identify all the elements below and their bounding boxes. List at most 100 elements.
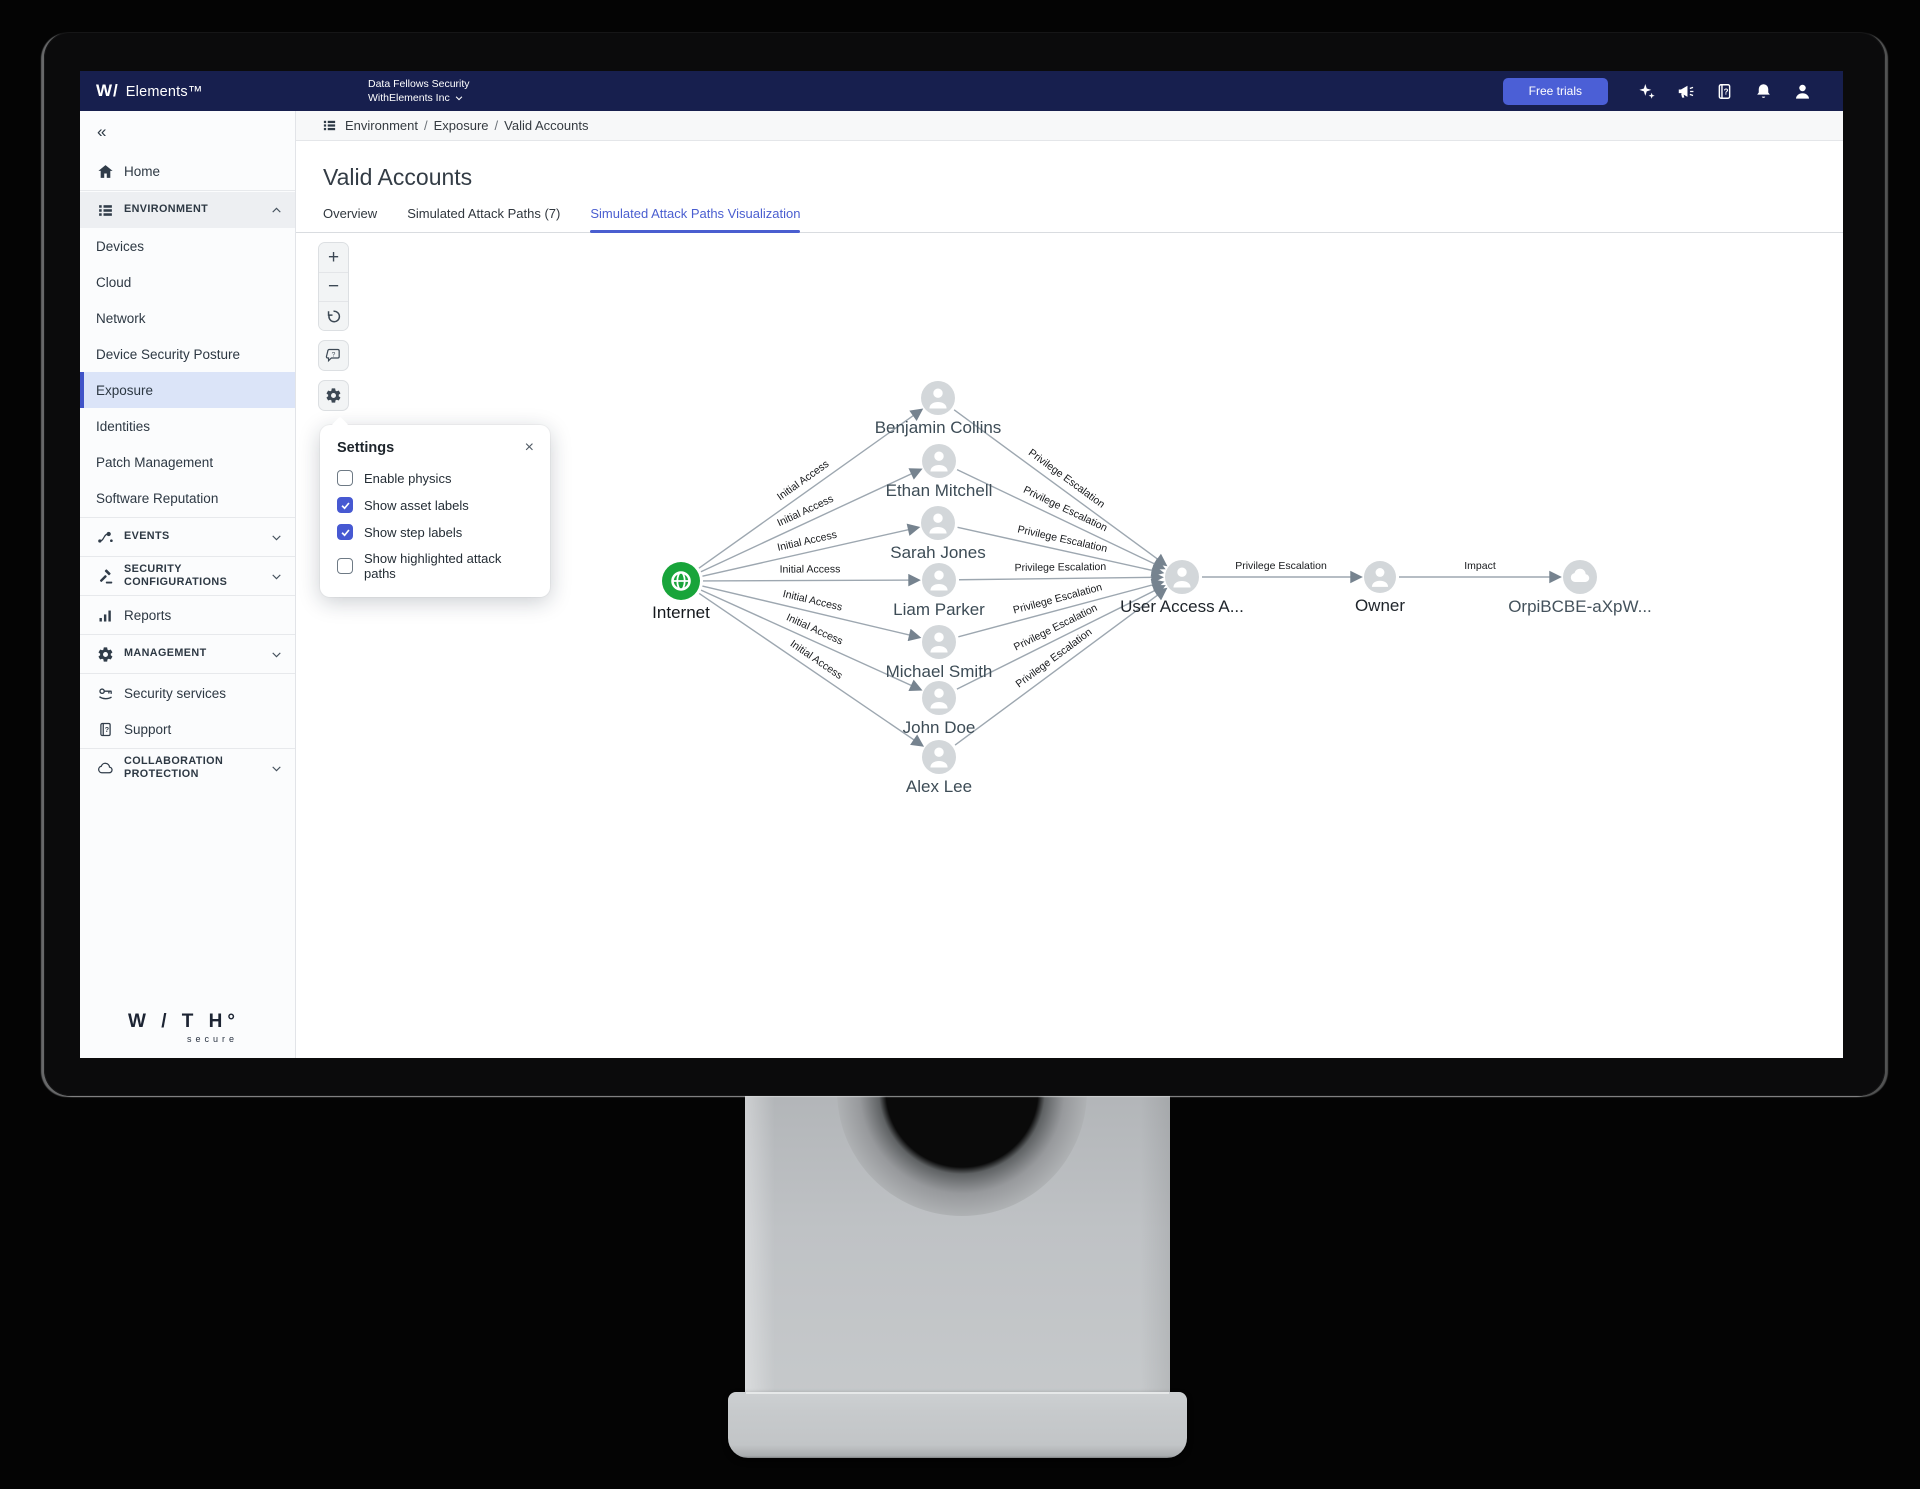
svg-text:?: ?	[1723, 87, 1728, 96]
sparkles-icon[interactable]	[1631, 76, 1661, 106]
sidebar-item-exposure[interactable]: Exposure	[80, 372, 295, 408]
grid-icon	[96, 201, 115, 220]
breadcrumb: Environment/Exposure/Valid Accounts	[345, 118, 588, 133]
node-label: Ethan Mitchell	[886, 481, 993, 500]
sidebar-item-reports[interactable]: Reports	[80, 597, 295, 633]
graph-node-orpibcbe[interactable]: OrpiBCBE-aXpW...	[1508, 560, 1652, 616]
brand-mark: W/	[96, 81, 119, 100]
sidebar-item-collaboration-protection[interactable]: COLLABORATION PROTECTION	[80, 750, 295, 786]
sidebar-item-device-security-posture[interactable]: Device Security Posture	[80, 336, 295, 372]
megaphone-icon[interactable]	[1670, 76, 1700, 106]
settings-option-show-highlighted-attack-paths[interactable]: Show highlighted attack paths	[337, 551, 534, 581]
sidebar-item-label: Patch Management	[96, 454, 214, 470]
node-label: OrpiBCBE-aXpW...	[1508, 597, 1652, 616]
svg-text:?: ?	[332, 351, 336, 358]
settings-option-enable-physics[interactable]: Enable physics	[337, 470, 534, 486]
sidebar-collapse-button[interactable]: «	[80, 111, 295, 153]
graph-node-sarah-jones[interactable]: Sarah Jones	[890, 506, 986, 562]
sidebar-item-environment[interactable]: ENVIRONMENT	[80, 192, 295, 228]
node-label: Owner	[1355, 596, 1405, 615]
monitor-stand-cable-notch	[837, 1096, 1087, 1216]
zoom-in-button[interactable]: +	[319, 243, 348, 272]
sidebar-item-patch-management[interactable]: Patch Management	[80, 444, 295, 480]
sidebar-item-security-configurations[interactable]: SECURITY CONFIGURATIONS	[80, 558, 295, 594]
zoom-out-button[interactable]: −	[319, 272, 348, 301]
sidebar-item-label: Network	[96, 310, 146, 326]
checkbox-unchecked-icon[interactable]	[337, 470, 353, 486]
breadcrumb-segment[interactable]: Valid Accounts	[504, 118, 589, 133]
sidebar-item-security-services[interactable]: Security services	[80, 675, 295, 711]
sidebar-divider	[80, 748, 295, 749]
sidebar-item-network[interactable]: Network	[80, 300, 295, 336]
settings-option-label: Show highlighted attack paths	[364, 551, 502, 581]
graph-node-michael-smith[interactable]: Michael Smith	[886, 625, 993, 681]
breadcrumb-segment[interactable]: Environment	[345, 118, 418, 133]
cloud-icon	[1570, 568, 1590, 582]
account-icon[interactable]	[1787, 76, 1817, 106]
graph-edge: Privilege Escalation	[958, 561, 1164, 584]
reset-icon	[327, 310, 341, 322]
sidebar-item-label: Support	[124, 721, 172, 737]
checkbox-checked-icon[interactable]	[337, 497, 353, 513]
settings-button[interactable]	[318, 380, 349, 411]
checkbox-checked-icon[interactable]	[337, 524, 353, 540]
sidebar-item-software-reputation[interactable]: Software Reputation	[80, 480, 295, 516]
person-icon	[930, 451, 948, 472]
sidebar-item-cloud[interactable]: Cloud	[80, 264, 295, 300]
edge-label: Impact	[1464, 560, 1496, 572]
graph-node-john-doe[interactable]: John Doe	[903, 681, 976, 737]
graph-node-internet[interactable]: Internet	[652, 562, 710, 622]
sidebar-item-devices[interactable]: Devices	[80, 228, 295, 264]
notifications-icon[interactable]	[1748, 76, 1778, 106]
sidebar-item-label: COLLABORATION PROTECTION	[124, 754, 224, 780]
sidebar-item-label: Security services	[124, 685, 227, 701]
breadcrumb-separator: /	[423, 118, 428, 133]
node-label: User Access A...	[1120, 597, 1244, 616]
sidebar-item-support[interactable]: ? Support	[80, 711, 295, 747]
tab-overview[interactable]: Overview	[323, 206, 378, 221]
events-icon	[96, 528, 115, 547]
sidebar-divider	[80, 634, 295, 635]
breadcrumb-segment[interactable]: Exposure	[433, 118, 489, 133]
settings-option-show-asset-labels[interactable]: Show asset labels	[337, 497, 534, 513]
person-icon	[929, 513, 947, 534]
brand-logo[interactable]: W/ Elements™	[80, 81, 280, 101]
sidebar-item-label: Reports	[124, 607, 172, 623]
gear-icon	[326, 388, 341, 403]
person-icon	[930, 747, 948, 768]
account-name: Data Fellows Security	[368, 77, 470, 90]
reset-view-button[interactable]	[319, 301, 348, 330]
sidebar-item-events[interactable]: EVENTS	[80, 519, 295, 555]
tab-simulated-attack-paths-visualization[interactable]: Simulated Attack Paths Visualization	[590, 206, 801, 233]
graph-node-ethan-mitchell[interactable]: Ethan Mitchell	[886, 444, 993, 500]
close-icon[interactable]: ×	[524, 439, 534, 456]
graph-node-owner[interactable]: Owner	[1355, 561, 1405, 615]
sidebar-item-home[interactable]: Home	[80, 153, 295, 189]
chevron-down-icon	[270, 648, 283, 661]
node-label: Alex Lee	[906, 777, 972, 796]
feedback-button[interactable]: ?	[318, 340, 349, 371]
tab-simulated-attack-paths-7[interactable]: Simulated Attack Paths (7)	[407, 206, 561, 221]
person-icon	[1371, 568, 1389, 587]
breadcrumb-bar: Environment/Exposure/Valid Accounts	[296, 111, 1843, 141]
settings-option-show-step-labels[interactable]: Show step labels	[337, 524, 534, 540]
graph-node-alex-lee[interactable]: Alex Lee	[906, 740, 972, 796]
sidebar-item-identities[interactable]: Identities	[80, 408, 295, 444]
feedback-icon: ?	[325, 348, 340, 363]
sidebar-item-management[interactable]: MANAGEMENT	[80, 636, 295, 672]
free-trials-button[interactable]: Free trials	[1502, 77, 1608, 105]
svg-text:?: ?	[105, 726, 109, 734]
graph-node-liam-parker[interactable]: Liam Parker	[893, 563, 985, 619]
checkbox-unchecked-icon[interactable]	[337, 558, 353, 574]
graph-node-user-access[interactable]: User Access A...	[1120, 560, 1244, 616]
graph-node-benjamin-collins[interactable]: Benjamin Collins	[875, 381, 1002, 437]
guide-icon[interactable]: ?	[1709, 76, 1739, 106]
sidebar-item-label: Exposure	[96, 382, 154, 398]
plus-icon: +	[327, 246, 340, 268]
support-icon: ?	[96, 720, 115, 739]
organization-selector[interactable]: Data Fellows Security WithElements Inc	[280, 77, 470, 105]
collapse-icon: «	[97, 122, 107, 141]
